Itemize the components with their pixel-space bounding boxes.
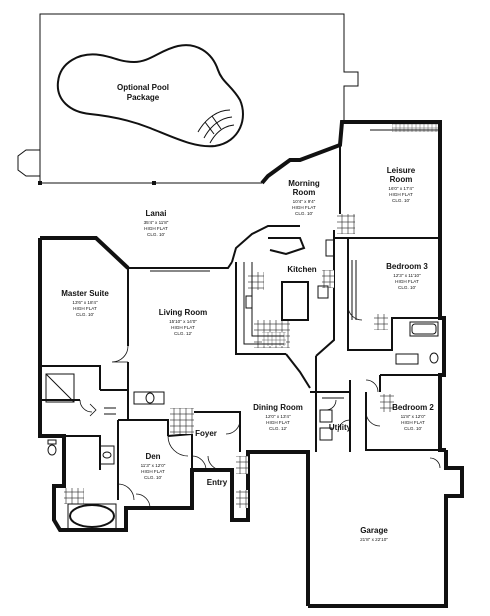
bath-fixtures — [45, 321, 439, 531]
svg-text:12'0" x 13'4": 12'0" x 13'4" — [265, 414, 291, 419]
morning-room-label: Morning Room 10'4" x 9'4" HIGH FLAT CLG.… — [288, 179, 320, 216]
svg-text:CLG. 10': CLG. 10' — [147, 232, 165, 237]
svg-text:21'8" x 22'10": 21'8" x 22'10" — [360, 537, 388, 542]
svg-text:Utility: Utility — [329, 423, 352, 432]
pool-label: Optional Pool — [117, 83, 169, 92]
svg-text:Garage: Garage — [360, 526, 388, 535]
svg-text:HIGH FLAT: HIGH FLAT — [171, 325, 195, 330]
svg-text:HIGH FLAT: HIGH FLAT — [144, 226, 168, 231]
svg-text:13'6" x 18'4": 13'6" x 18'4" — [72, 300, 98, 305]
svg-text:HIGH FLAT: HIGH FLAT — [141, 469, 165, 474]
svg-text:16'0" x 17'4": 16'0" x 17'4" — [388, 186, 414, 191]
svg-text:35'4" x 11'8": 35'4" x 11'8" — [144, 220, 169, 225]
tile-floors — [64, 124, 438, 508]
kitchen-fixtures — [243, 237, 335, 345]
svg-text:HIGH FLAT: HIGH FLAT — [292, 205, 316, 210]
svg-text:12'3" x 11'10": 12'3" x 11'10" — [393, 273, 421, 278]
lanai-label: Lanai 35'4" x 11'8" HIGH FLAT CLG. 10' — [144, 209, 169, 237]
svg-text:CLG. 12': CLG. 12' — [174, 331, 192, 336]
svg-text:HIGH FLAT: HIGH FLAT — [73, 306, 97, 311]
pool-steps — [197, 109, 235, 144]
svg-text:Dining Room: Dining Room — [253, 403, 303, 412]
room-labels: Leisure Room 16'0" x 17'4" HIGH FLAT CLG… — [61, 166, 434, 542]
svg-text:Living Room: Living Room — [159, 308, 207, 317]
svg-text:HIGH FLAT: HIGH FLAT — [266, 420, 290, 425]
pool-shape — [56, 44, 244, 148]
door-swings — [79, 129, 441, 509]
garage-label: Garage 21'8" x 22'10" — [360, 526, 388, 542]
svg-text:10'4" x 9'4": 10'4" x 9'4" — [293, 199, 316, 204]
svg-text:Entry: Entry — [207, 478, 228, 487]
svg-text:11'8" x 12'0": 11'8" x 12'0" — [401, 414, 426, 419]
svg-text:CLG. 10': CLG. 10' — [398, 285, 416, 290]
living-room-label: Living Room 15'10" x 14'0" HIGH FLAT CLG… — [159, 308, 207, 336]
svg-text:CLG. 10': CLG. 10' — [295, 211, 313, 216]
svg-text:Room: Room — [390, 175, 413, 184]
master-tub — [69, 504, 115, 528]
entry-label: Entry — [207, 478, 228, 487]
svg-text:Den: Den — [145, 452, 160, 461]
svg-text:HIGH FLAT: HIGH FLAT — [401, 420, 425, 425]
svg-text:Morning: Morning — [288, 179, 320, 188]
foyer-label: Foyer — [195, 429, 217, 438]
master-suite-label: Master Suite 13'6" x 18'4" HIGH FLAT CLG… — [61, 289, 109, 317]
pool-deck: Optional Pool Package — [17, 13, 359, 185]
svg-text:Room: Room — [293, 188, 316, 197]
svg-text:CLG. 10': CLG. 10' — [76, 312, 94, 317]
dining-room-label: Dining Room 12'0" x 13'4" HIGH FLAT CLG.… — [253, 403, 303, 431]
svg-text:HIGH FLAT: HIGH FLAT — [389, 192, 413, 197]
svg-text:11'3" x 12'0": 11'3" x 12'0" — [141, 463, 166, 468]
svg-text:Leisure: Leisure — [387, 166, 416, 175]
svg-text:Master Suite: Master Suite — [61, 289, 109, 298]
bedroom-2-label: Bedroom 2 11'8" x 12'0" HIGH FLAT CLG. 1… — [392, 403, 434, 431]
bedroom-3-label: Bedroom 3 12'3" x 11'10" HIGH FLAT CLG. … — [386, 262, 428, 290]
svg-text:Bedroom 2: Bedroom 2 — [392, 403, 434, 412]
den-label: Den 11'3" x 12'0" HIGH FLAT CLG. 10' — [141, 452, 166, 480]
svg-text:Lanai: Lanai — [146, 209, 167, 218]
leisure-room-label: Leisure Room 16'0" x 17'4" HIGH FLAT CLG… — [387, 166, 416, 203]
kitchen-label: Kitchen — [287, 265, 316, 274]
svg-text:CLG. 10': CLG. 10' — [144, 475, 162, 480]
pool-label-2: Package — [127, 93, 160, 102]
kitchen-island — [281, 281, 309, 321]
svg-text:Bedroom 3: Bedroom 3 — [386, 262, 428, 271]
svg-text:CLG. 10': CLG. 10' — [404, 426, 422, 431]
utility-label: Utility — [329, 423, 352, 432]
svg-text:Foyer: Foyer — [195, 429, 217, 438]
svg-text:CLG. 10': CLG. 10' — [392, 198, 410, 203]
svg-text:HIGH FLAT: HIGH FLAT — [395, 279, 419, 284]
svg-text:CLG. 12': CLG. 12' — [269, 426, 287, 431]
svg-text:Kitchen: Kitchen — [287, 265, 316, 274]
svg-text:15'10" x 14'0": 15'10" x 14'0" — [169, 319, 197, 324]
